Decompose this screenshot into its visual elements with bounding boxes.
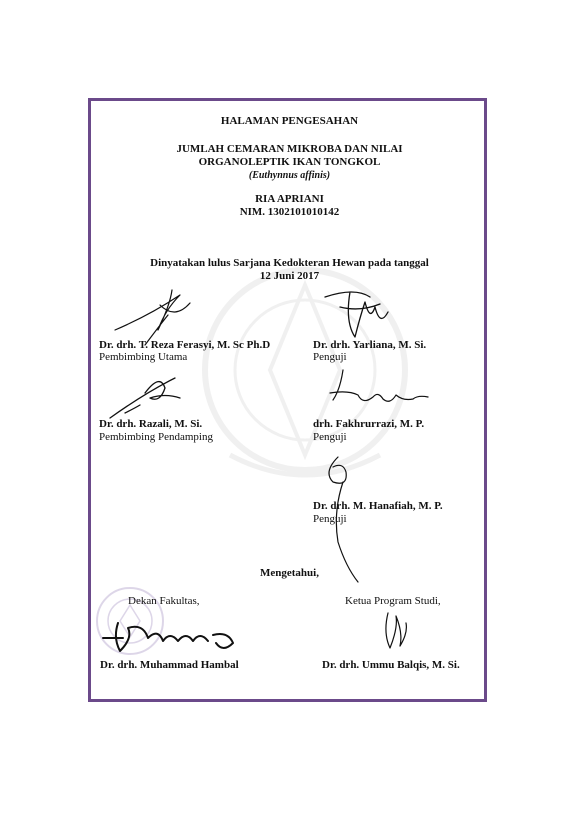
penguji-3-name: Dr. drh. M. Hanafiah, M. P. <box>313 500 443 512</box>
species-name: (Euthynnus affinis) <box>248 170 331 181</box>
signature-dean <box>102 622 234 652</box>
university-logo-watermark <box>202 267 408 478</box>
dean-name: Dr. drh. Muhammad Hambal <box>100 659 239 671</box>
page-title: HALAMAN PENGESAHAN <box>220 115 359 127</box>
penguji-3-role: Penguji <box>313 513 347 525</box>
author-nim: NIM. 1302101010142 <box>239 206 340 218</box>
program-head-name: Dr. drh. Ummu Balqis, M. Si. <box>322 659 460 671</box>
penguji-1-role: Penguji <box>313 351 347 363</box>
signature-penguji-2 <box>329 369 429 402</box>
penguji-2-role: Penguji <box>313 431 347 443</box>
author-name: RIA APRIANI <box>255 193 324 205</box>
acknowledged-label: Mengetahui, <box>260 567 319 579</box>
dean-role: Dekan Fakultas, <box>128 595 200 607</box>
signature-pembimbing-pendamping <box>109 377 181 419</box>
program-head-role: Ketua Program Studi, <box>345 595 441 607</box>
signature-program-head <box>385 612 407 649</box>
page-border-frame <box>88 98 487 702</box>
statement-date: 12 Juni 2017 <box>259 270 320 282</box>
signature-penguji-1 <box>324 291 389 338</box>
signature-pembimbing-utama <box>114 289 191 346</box>
pembimbing-pendamping-role: Pembimbing Pendamping <box>99 431 213 443</box>
thesis-title-line2: ORGANOLEPTIK IKAN TONGKOL <box>198 156 381 168</box>
pembimbing-utama-role: Pembimbing Utama <box>99 351 188 363</box>
pembimbing-pendamping-name: Dr. drh. Razali, M. Si. <box>99 418 203 430</box>
penguji-2-name: drh. Fakhrurrazi, M. P. <box>313 418 425 430</box>
thesis-title-line1: JUMLAH CEMARAN MIKROBA DAN NILAI <box>176 143 403 155</box>
pembimbing-utama-name: Dr. drh. T. Reza Ferasyi, M. Sc Ph.D <box>99 339 271 351</box>
statement-line: Dinyatakan lulus Sarjana Kedokteran Hewa… <box>150 257 429 269</box>
signature-penguji-3 <box>328 456 359 583</box>
penguji-1-name: Dr. drh. Yarliana, M. Si. <box>313 339 427 351</box>
